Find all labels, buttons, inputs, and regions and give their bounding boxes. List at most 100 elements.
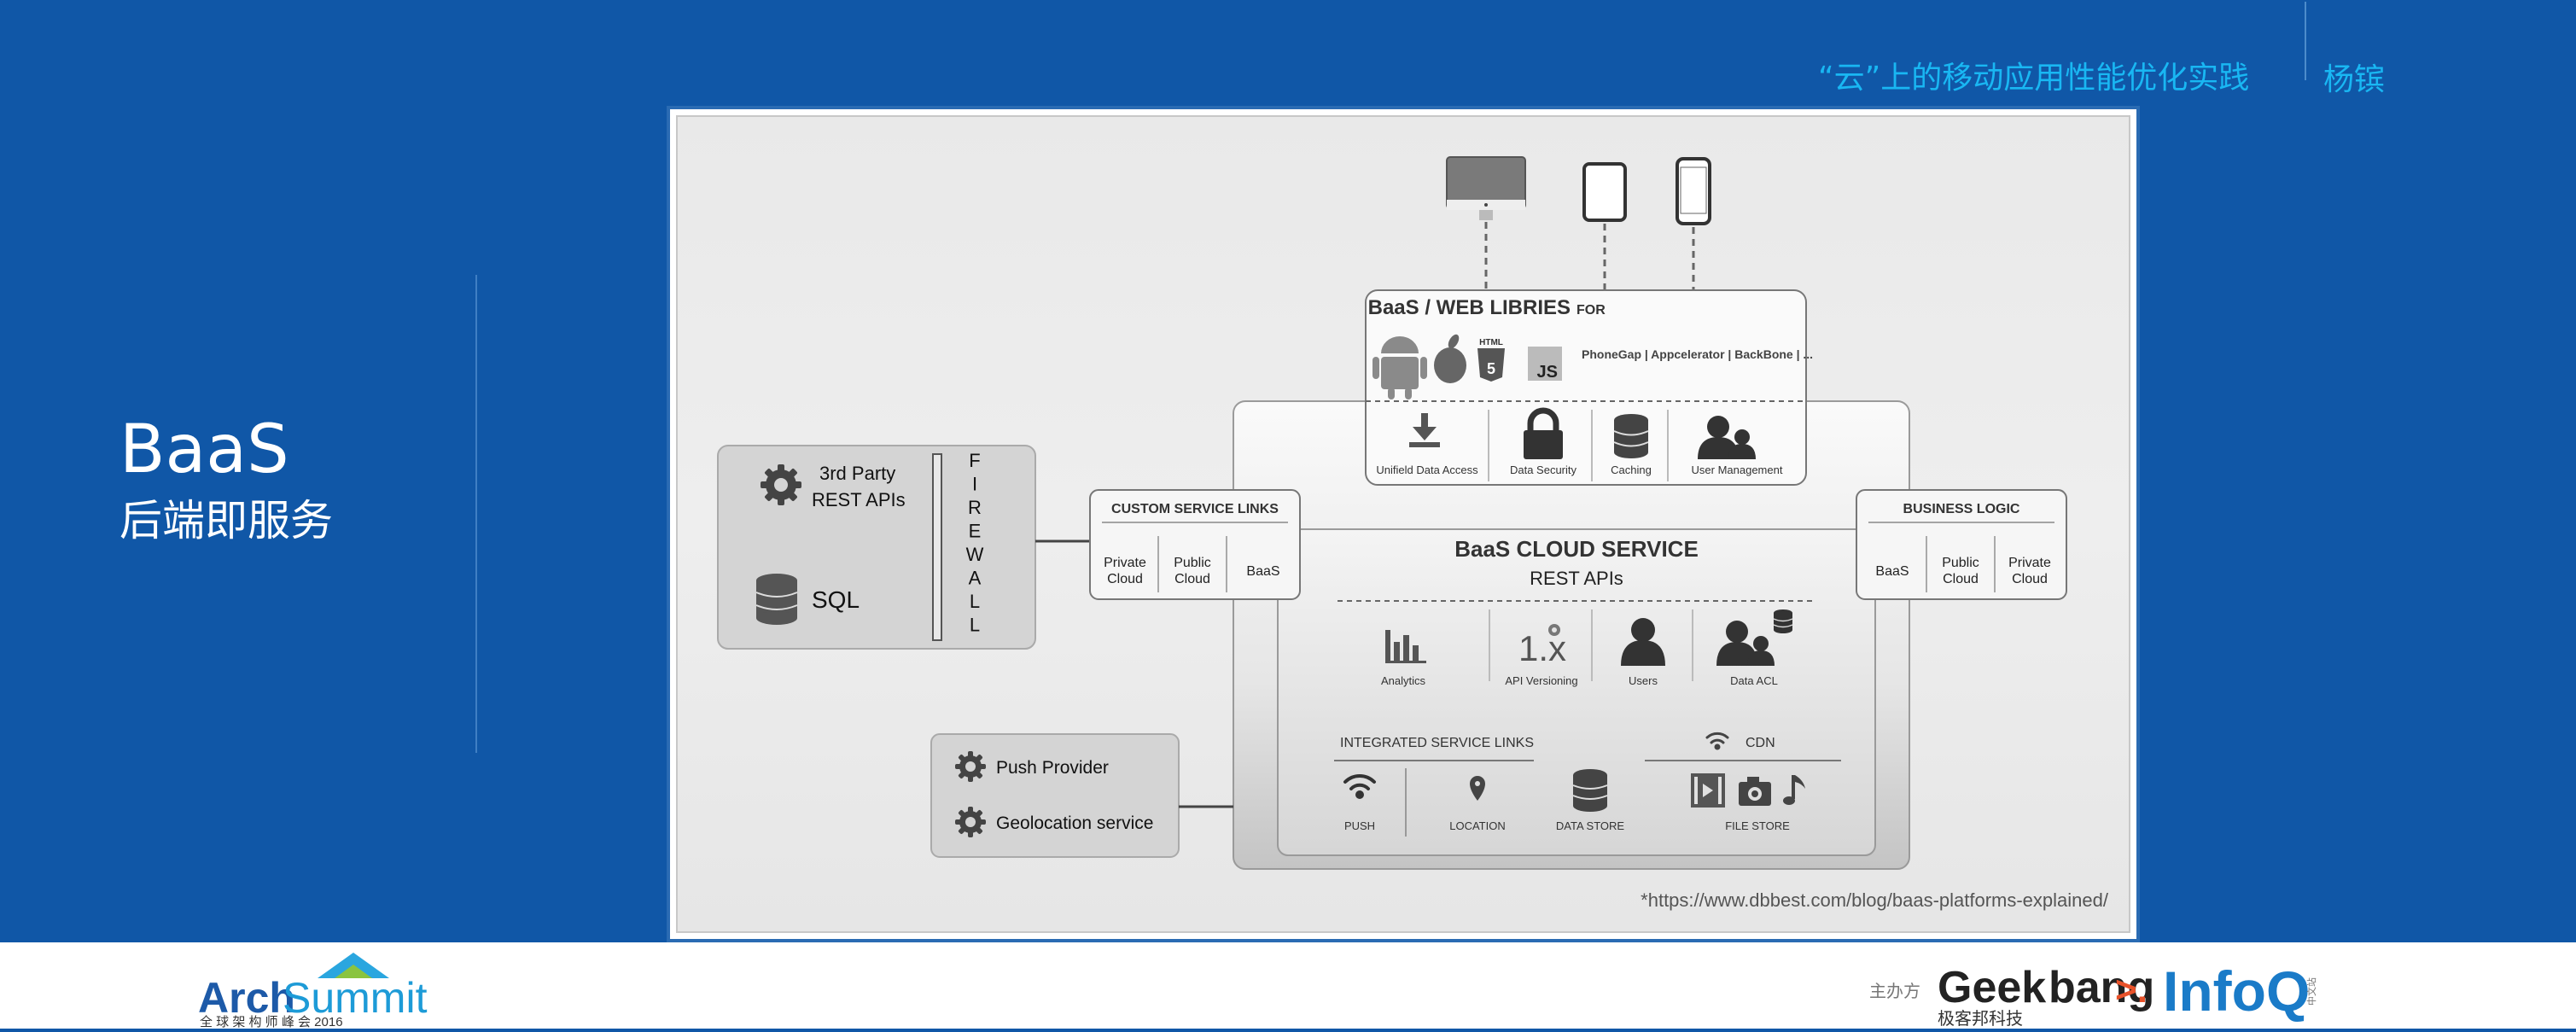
sql-database-icon: [755, 574, 798, 625]
firewall-letter: W: [966, 544, 984, 565]
video-icon: [1691, 773, 1725, 808]
js-label: JS: [1537, 363, 1558, 382]
gear-icon: [761, 464, 801, 505]
firewall-letter: E: [969, 521, 982, 542]
music-note-icon: [1783, 775, 1805, 805]
infoq-small-label: 中文站: [2305, 977, 2317, 1006]
source-citation: *https://www.dbbest.com/blog/baas-platfo…: [1641, 889, 2109, 911]
wifi-icon: [1705, 732, 1729, 750]
firewall-letter: L: [970, 615, 980, 636]
cloud-service-inner: [1277, 528, 1876, 856]
archsummit-logo: Arch Summit 全 球 架 构 师 峰 会 2016: [198, 953, 428, 1029]
data-acl-icon: [1716, 609, 1793, 666]
custom-private-cloud-2: Cloud: [1107, 572, 1143, 586]
svg-text:5: 5: [1487, 360, 1495, 377]
gear-icon: [955, 751, 986, 782]
archsummit-brand-arch: Arch: [198, 974, 295, 1022]
feature-unified-data-access: Unifield Data Access: [1376, 464, 1478, 476]
android-icon: [1373, 336, 1427, 399]
link-file-store: FILE STORE: [1725, 819, 1790, 832]
feature-caching: Caching: [1611, 464, 1652, 476]
business-private-cloud-1: Private: [2008, 556, 2051, 570]
custom-baas: BaaS: [1246, 564, 1279, 579]
frameworks-list: PhoneGap | Appcelerator | BackBone | ...: [1582, 347, 1813, 361]
presentation-title: “云”上的移动应用性能优化实践: [1818, 61, 2250, 96]
html5-label: HTML: [1479, 338, 1503, 347]
database-icon: [1613, 414, 1649, 458]
organizer-label: 主办方: [1869, 982, 1920, 1001]
api-versioning-icon: 1.x: [1518, 624, 1566, 668]
third-party-line1: 3rd Party: [819, 463, 895, 484]
phone-icon: [1676, 157, 1711, 225]
custom-private-cloud-1: Private: [1104, 556, 1146, 570]
cloud-rest-apis: REST APIs: [1530, 568, 1623, 589]
gear-icon: [955, 807, 986, 837]
custom-service-links-box: CUSTOM SERVICE LINKS Private Cloud Publi…: [1089, 489, 1301, 600]
firewall-bar: [932, 453, 942, 641]
cdn-label: CDN: [1746, 736, 1775, 750]
link-data-store: DATA STORE: [1556, 819, 1625, 832]
business-public-cloud-2: Cloud: [1943, 572, 1979, 586]
device-connectors: [1484, 222, 1695, 290]
business-logic-box: BUSINESS LOGIC BaaS Public Cloud Private…: [1856, 489, 2067, 600]
feature-user-management: User Management: [1692, 464, 1783, 476]
geolocation-service-label: Geolocation service: [996, 813, 1153, 833]
users-icon: [1621, 618, 1665, 666]
business-public-cloud-1: Public: [1942, 556, 1979, 570]
header-divider: [2305, 2, 2306, 80]
footer: Arch Summit 全 球 架 构 师 峰 会 2016 主办方 Geek …: [0, 942, 2576, 1029]
custom-public-cloud-1: Public: [1174, 556, 1211, 570]
geekbang-brand-bang: bang: [2049, 963, 2154, 1012]
api-version-glyph: 1.x: [1518, 628, 1566, 668]
feature-analytics: Analytics: [1381, 674, 1426, 687]
push-provider-label: Push Provider: [996, 758, 1109, 778]
javascript-icon: JS: [1528, 347, 1562, 382]
web-libraries-box: BaaS / WEB LIBRIES FOR HTML 5 JS PhoneGa…: [1365, 289, 1813, 486]
cloud-service-title: BaaS CLOUD SERVICE: [1454, 536, 1699, 562]
link-location: LOCATION: [1449, 819, 1506, 832]
custom-public-cloud-2: Cloud: [1174, 572, 1210, 586]
geekbang-arrow: >.: [2115, 969, 2148, 1011]
third-party-line2: REST APIs: [812, 489, 906, 510]
web-libraries-title-suffix: FOR: [1576, 303, 1606, 318]
apple-icon: [1434, 334, 1466, 383]
business-baas: BaaS: [1875, 564, 1909, 579]
geekbang-chinese-name: 极客邦科技: [1938, 1009, 2023, 1029]
analytics-icon: [1385, 630, 1426, 663]
link-push: PUSH: [1344, 819, 1375, 832]
infoq-brand: InfoQ: [2163, 959, 2310, 1023]
user-management-icon: [1698, 416, 1756, 459]
download-icon: [1409, 413, 1440, 447]
feature-data-security: Data Security: [1510, 464, 1577, 476]
camera-icon: [1739, 777, 1771, 806]
push-wifi-icon: [1343, 773, 1376, 799]
business-private-cloud-2: Cloud: [2012, 572, 2048, 586]
integrated-service-links-title: INTEGRATED SERVICE LINKS: [1340, 736, 1534, 750]
slide-subtitle: 后端即服务: [119, 496, 333, 545]
data-store-icon: [1572, 769, 1608, 812]
author-name: 杨镔: [2323, 62, 2386, 97]
feature-data-acl: Data ACL: [1730, 674, 1778, 687]
slide-title: BaaS: [119, 411, 289, 488]
firewall-letter: F: [969, 450, 980, 471]
html5-icon: HTML 5: [1477, 338, 1505, 382]
diagram-panel: BaaS / WEB LIBRIES FOR HTML 5 JS PhoneGa…: [670, 109, 2136, 939]
business-logic-title: BUSINESS LOGIC: [1903, 502, 2020, 516]
monitor-icon: [1446, 156, 1526, 220]
feature-users: Users: [1629, 674, 1658, 687]
firewall-letter: R: [968, 497, 982, 518]
archsummit-brand-summit: Summit: [283, 974, 428, 1022]
tablet-icon: [1582, 162, 1627, 222]
firewall-letter: L: [970, 591, 980, 612]
custom-service-links-title: CUSTOM SERVICE LINKS: [1111, 502, 1279, 516]
feature-api-versioning: API Versioning: [1505, 674, 1577, 687]
firewall-letter: A: [969, 568, 982, 589]
push-provider-box: Push Provider Geolocation service: [930, 733, 1180, 858]
location-pin-icon: [1470, 776, 1485, 801]
archsummit-subtitle: 全 球 架 构 师 峰 会 2016: [200, 1014, 343, 1029]
web-libraries-title: BaaS / WEB LIBRIES: [1368, 296, 1571, 319]
sql-label: SQL: [812, 586, 860, 613]
geekbang-logo: Geek bang >. 极客邦科技: [1938, 963, 2154, 1029]
